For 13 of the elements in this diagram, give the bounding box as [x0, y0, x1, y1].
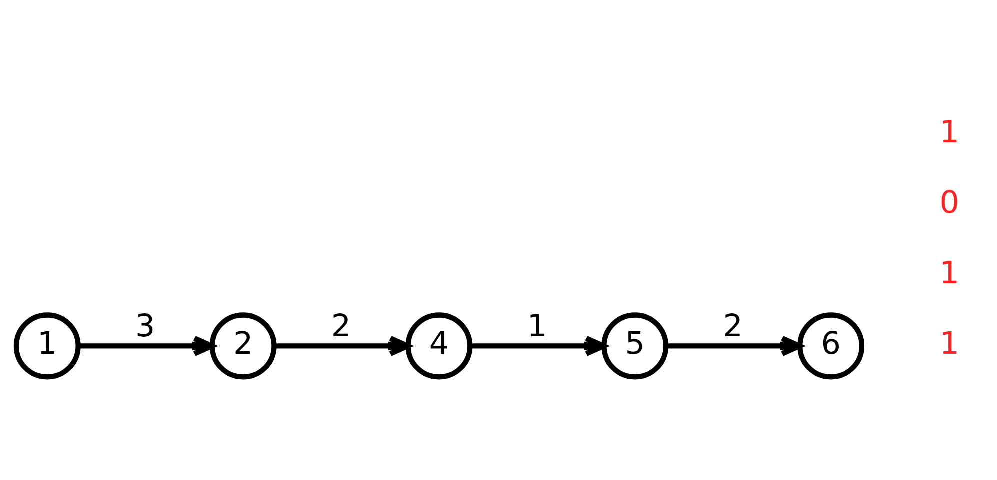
- label: 1: [940, 254, 960, 291]
- edge-label: 1: [527, 308, 548, 344]
- label: 1: [940, 325, 960, 362]
- node-circle: 5: [602, 312, 669, 380]
- edge-label: 3: [135, 308, 156, 344]
- edge-label: 2: [723, 308, 743, 344]
- node-circle: 1: [14, 312, 81, 380]
- label: 0: [940, 184, 960, 220]
- node-circle: 2: [210, 312, 277, 380]
- label: 1: [940, 114, 960, 150]
- node-circle: 6: [798, 312, 865, 380]
- node-circle: 4: [406, 312, 473, 380]
- edge-label: 2: [331, 308, 352, 344]
